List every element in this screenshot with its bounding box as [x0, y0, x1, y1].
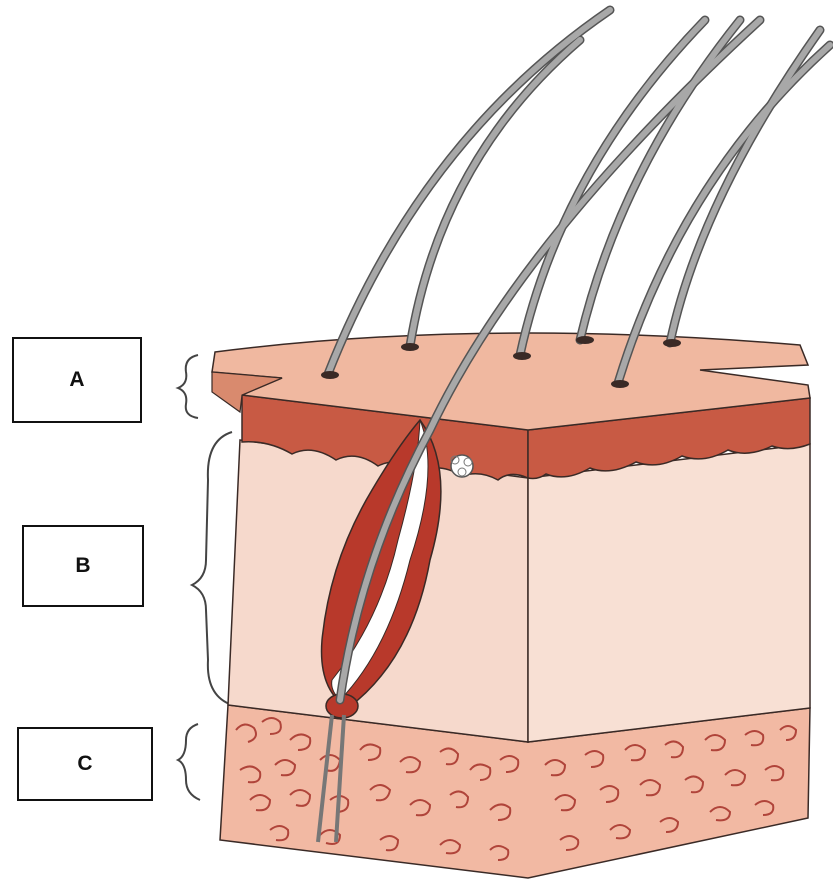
bracket-b-icon [192, 432, 232, 705]
dermis-side-face [528, 444, 810, 742]
bracket-c-icon [178, 724, 200, 800]
sebaceous-gland-icon [451, 455, 473, 477]
bracket-a-icon [178, 355, 198, 418]
